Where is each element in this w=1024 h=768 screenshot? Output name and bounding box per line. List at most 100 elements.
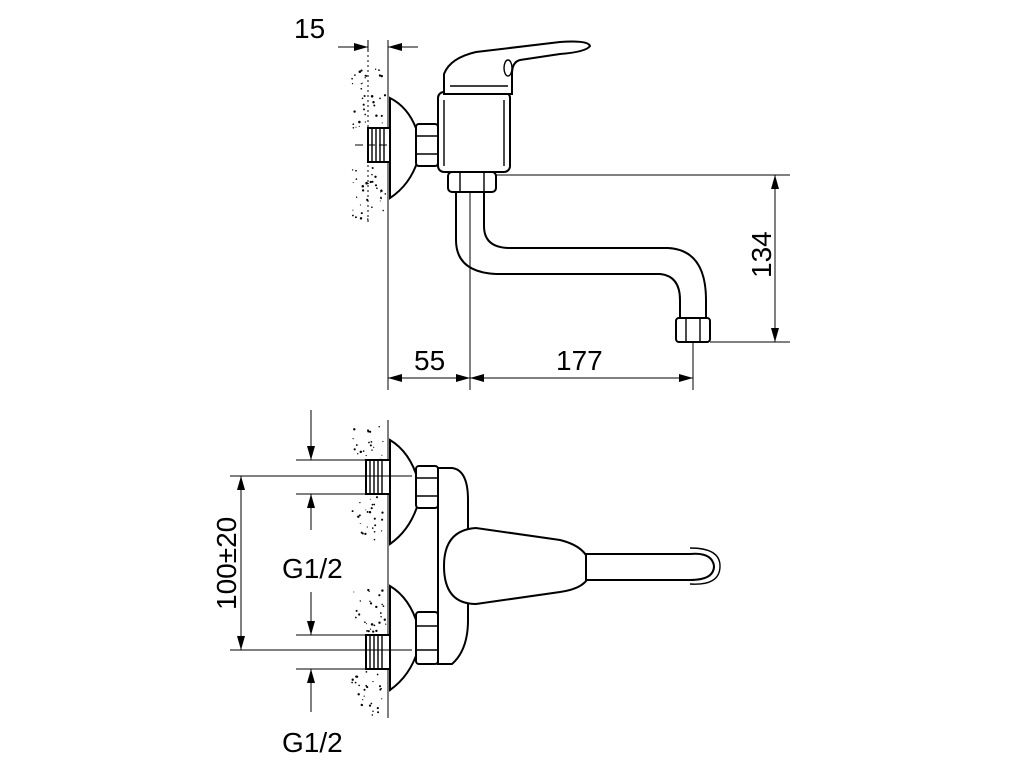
dim-spout-height: 134: [496, 174, 790, 343]
side-swivel-ring: [447, 171, 497, 193]
wall-speck: [368, 510, 372, 514]
wall-speck: [382, 605, 385, 607]
wall-speck: [364, 121, 367, 123]
wall-speck: [373, 530, 376, 533]
wall-speck: [361, 532, 364, 535]
wall-speck: [382, 440, 384, 443]
wall-speck: [377, 711, 380, 714]
wall-speck: [374, 175, 377, 178]
wall-speck: [359, 217, 363, 220]
wall-speck: [363, 95, 366, 97]
wall-speck: [384, 193, 387, 195]
wall-speck: [355, 196, 358, 198]
wall-speck: [379, 97, 381, 100]
wall-speck: [351, 169, 354, 171]
wall-speck: [359, 522, 361, 525]
wall-speck: [365, 454, 367, 457]
wall-speck: [375, 496, 379, 499]
wall-speck: [367, 183, 369, 185]
wall-speck: [351, 82, 354, 85]
wall-speck: [369, 600, 371, 603]
wall-speck: [372, 100, 375, 104]
wall-speck: [375, 114, 378, 117]
wall-speck: [365, 623, 368, 625]
front-lever-handle: [442, 526, 592, 606]
wall-speck: [379, 688, 382, 691]
wall-speck: [381, 518, 384, 521]
wall-speck: [385, 623, 387, 625]
wall-speck: [374, 184, 378, 187]
wall-speck: [363, 108, 365, 111]
wall-speck: [359, 501, 361, 504]
wall-speck: [380, 191, 382, 193]
wall-speck: [365, 671, 368, 673]
dim-thread-top: G1/2: [282, 410, 343, 584]
wall-speck: [383, 94, 387, 97]
wall-speck: [382, 209, 384, 212]
wall-speck: [355, 609, 358, 612]
wall-speck: [361, 82, 363, 84]
side-escutcheon: [389, 96, 419, 200]
wall-speck: [359, 450, 363, 454]
wall-speck: [351, 77, 353, 80]
wall-speck: [378, 426, 380, 428]
wall-speck: [380, 74, 383, 78]
wall-speck: [373, 517, 376, 520]
wall-speck: [365, 509, 367, 511]
wall-speck: [381, 589, 384, 592]
wall-speck: [354, 74, 356, 76]
wall-speck: [366, 526, 368, 528]
wall-speck: [357, 693, 360, 696]
front-spout: [585, 552, 716, 581]
wall-speck: [369, 498, 371, 500]
wall-speck: [378, 74, 382, 77]
side-view: 15 55 177 134: [294, 13, 790, 390]
wall-speck: [362, 103, 365, 106]
wall-speck: [358, 125, 360, 127]
wall-speck: [375, 605, 378, 609]
wall-speck: [370, 623, 374, 626]
wall-speck: [354, 616, 357, 619]
wall-speck: [362, 699, 364, 701]
wall-speck: [376, 187, 378, 190]
wall-speck: [357, 515, 360, 518]
wall-speck: [353, 591, 355, 593]
wall-speck: [374, 524, 377, 527]
wall-speck: [358, 684, 360, 687]
wall-speck: [367, 630, 370, 633]
wall-speck: [380, 612, 382, 614]
wall-speck: [371, 527, 374, 529]
wall-speck: [351, 678, 354, 681]
wall-speck: [367, 429, 369, 432]
dim-thread-bottom-label: G1/2: [282, 727, 343, 758]
wall-speck: [378, 621, 381, 624]
wall-speck: [369, 628, 372, 630]
wall-speck: [354, 681, 357, 684]
side-lever-handle: [443, 40, 592, 95]
wall-speck: [374, 68, 377, 70]
wall-speck: [381, 698, 383, 700]
side-aerator: [675, 317, 711, 343]
wall-speck: [355, 126, 357, 128]
wall-speck: [355, 178, 358, 180]
wall-speck: [363, 688, 366, 691]
wall-texture-front: [351, 426, 387, 716]
wall-speck: [352, 214, 354, 217]
wall-speck: [359, 600, 361, 602]
wall-speck: [358, 514, 361, 517]
wall-speck: [352, 123, 355, 126]
wall-speck: [365, 684, 368, 687]
wall-speck: [375, 629, 378, 633]
wall-speck: [380, 197, 382, 200]
wall-speck: [381, 603, 383, 606]
wall-speck: [364, 532, 367, 536]
wall-speck: [371, 173, 373, 176]
wall-speck: [379, 200, 381, 202]
wall-speck: [361, 184, 365, 188]
dim-inlet-spacing: 100±20: [211, 476, 245, 650]
wall-speck: [370, 702, 373, 705]
wall-speck: [351, 510, 354, 513]
wall-speck: [373, 503, 376, 506]
wall-speck: [360, 212, 363, 215]
